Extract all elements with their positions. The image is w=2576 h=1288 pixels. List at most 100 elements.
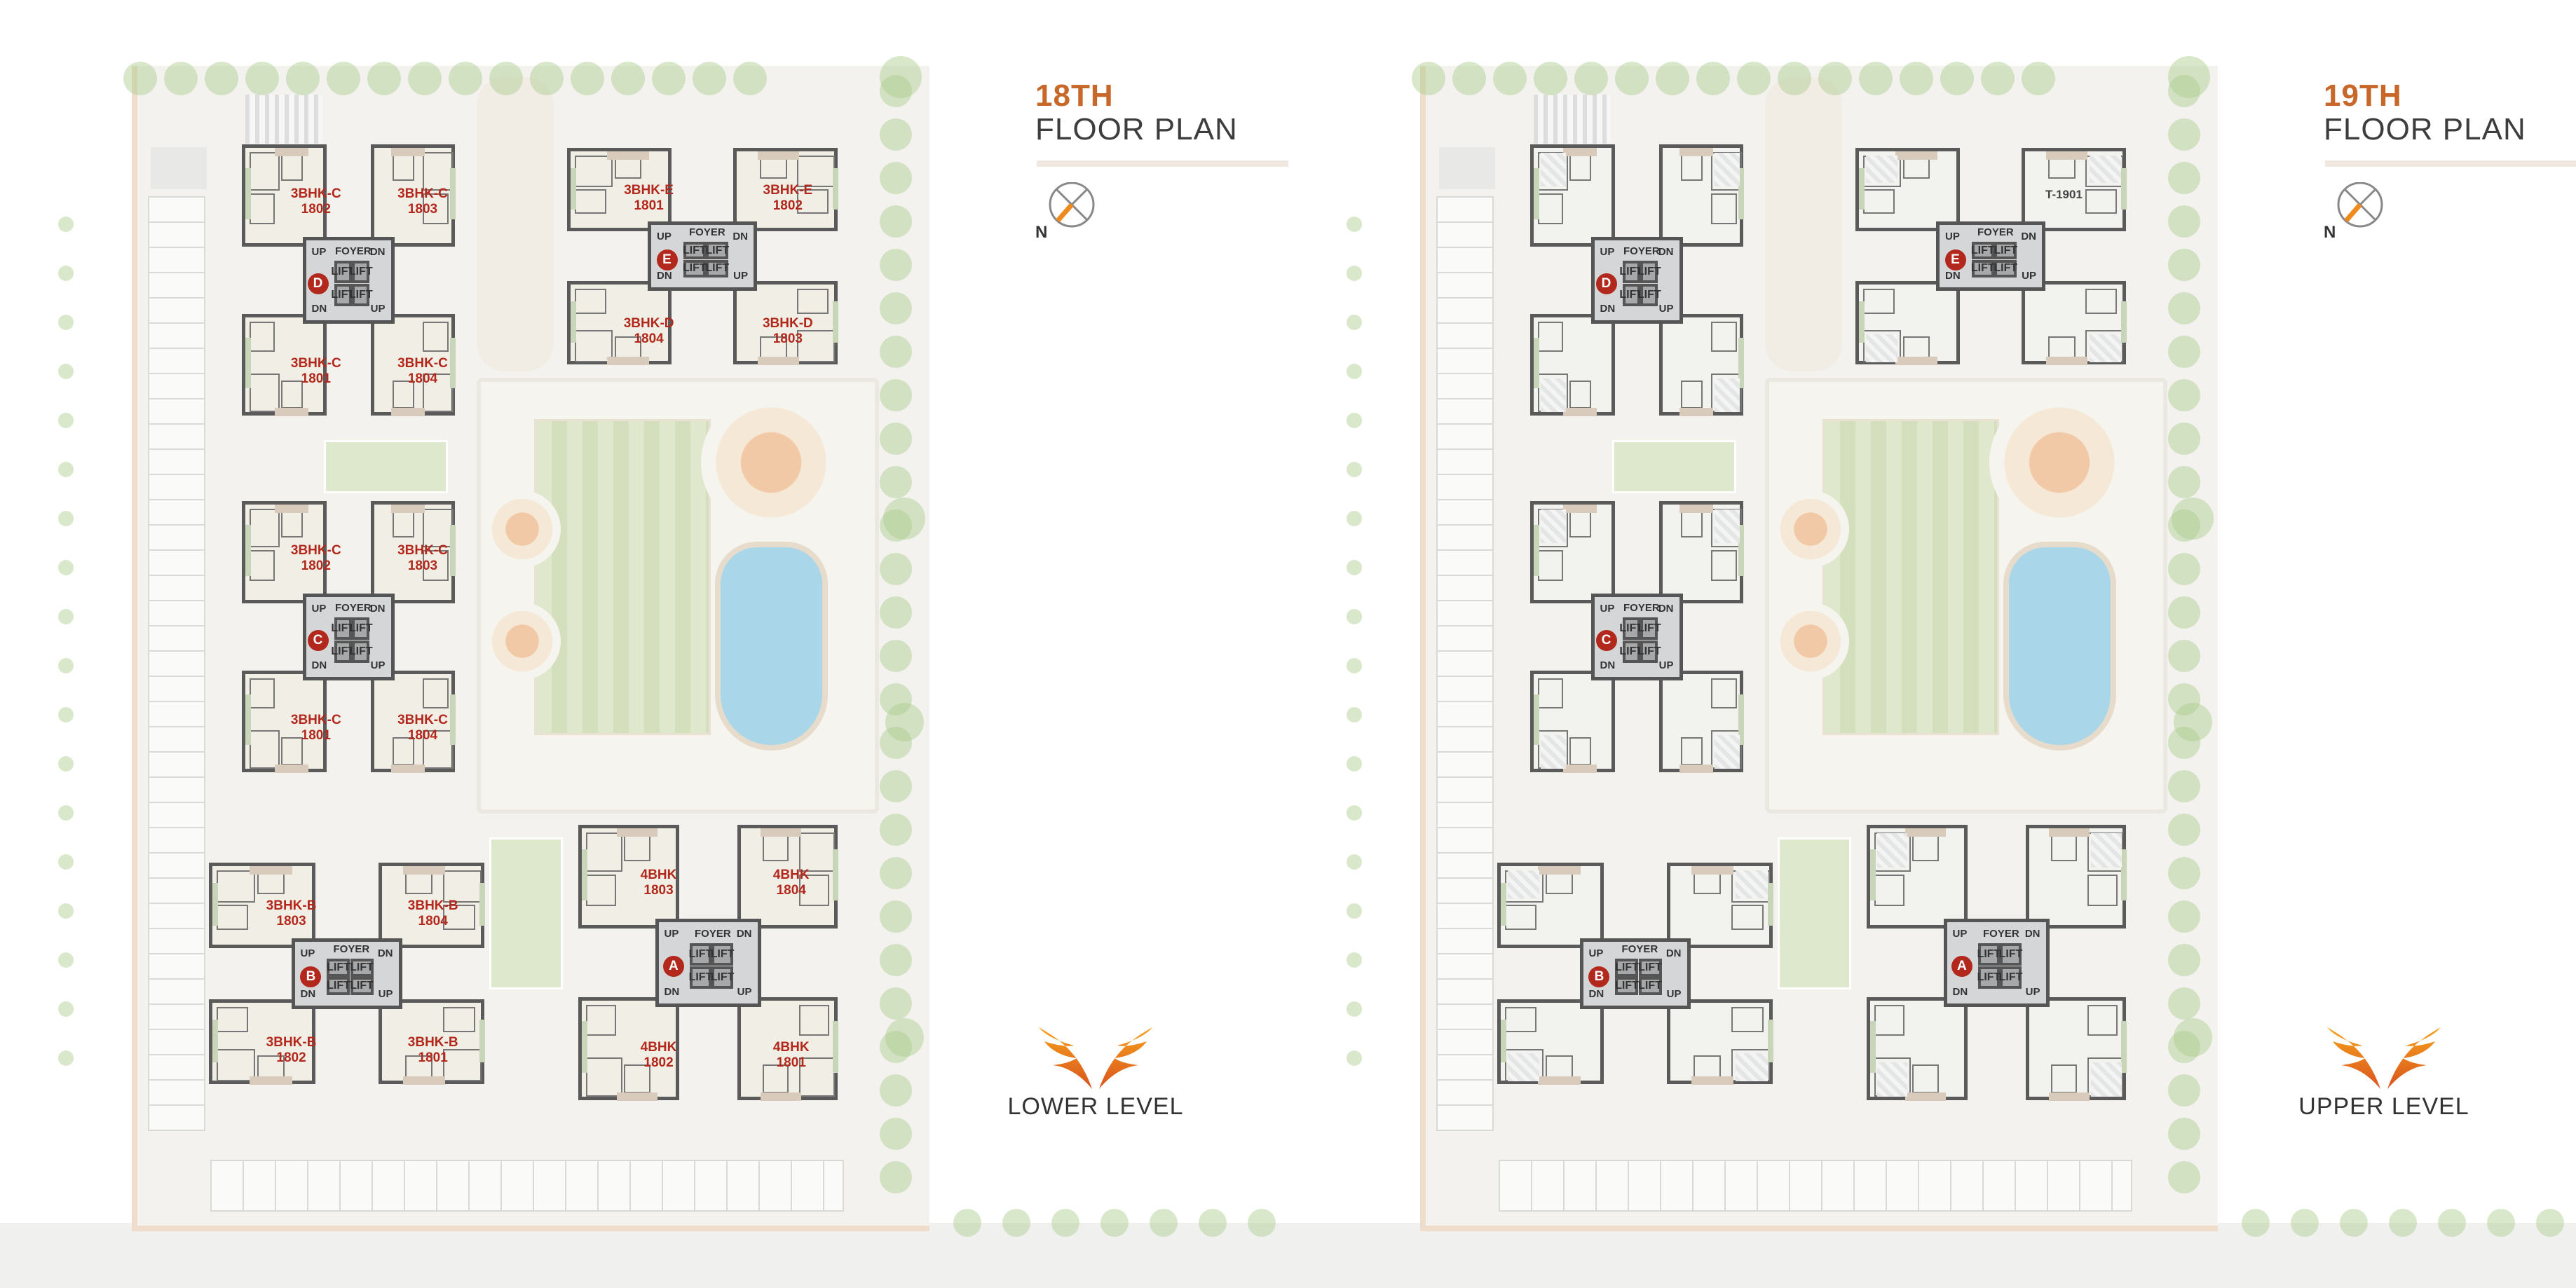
unit-type: 3BHK-C	[397, 543, 448, 559]
lift: LIFT	[1615, 977, 1639, 996]
tree	[1248, 1209, 1276, 1237]
lawn	[534, 419, 711, 735]
stair-down-label: DN	[2021, 231, 2036, 242]
room	[1681, 737, 1703, 766]
apartment-unit	[2025, 996, 2127, 1101]
tree	[489, 62, 523, 95]
tree	[58, 364, 74, 379]
green-planter	[2121, 1021, 2127, 1073]
lift: LIFT	[1638, 958, 1662, 977]
tree	[1002, 1209, 1030, 1237]
unit-type: 3BHK-C	[290, 186, 341, 202]
tree	[2168, 292, 2200, 324]
apartment-unit	[1855, 148, 1960, 231]
green-planter	[1859, 167, 1865, 210]
unit-number: 1803	[407, 202, 438, 217]
stair-up-label: UP	[311, 602, 327, 615]
room	[1545, 1055, 1573, 1079]
tree	[1574, 62, 1608, 95]
unit-number: 1802	[276, 1050, 306, 1065]
tree	[2168, 423, 2200, 455]
tree	[2168, 379, 2200, 411]
lift: LIFT	[1994, 241, 2017, 260]
tree	[1981, 62, 2015, 95]
tree	[2168, 683, 2200, 715]
apartment-unit	[2022, 281, 2127, 365]
tree	[880, 75, 912, 107]
green-planter	[571, 167, 576, 210]
room	[1711, 550, 1737, 582]
unit-type: 3BHK-B	[266, 898, 317, 914]
amenity-deck	[1765, 77, 1842, 371]
tree	[58, 1001, 74, 1017]
tree	[1347, 560, 1362, 575]
room	[1681, 152, 1703, 181]
stair-bars	[1534, 95, 1611, 144]
apartment-unit	[1497, 999, 1604, 1085]
unit-type: 3BHK-C	[290, 543, 341, 559]
tree	[2168, 249, 2200, 281]
balcony	[1563, 148, 1597, 156]
tree	[880, 56, 922, 98]
tree	[58, 560, 74, 575]
tree	[1347, 756, 1362, 772]
room	[250, 321, 275, 352]
lift: LIFT	[689, 966, 712, 989]
foyer-label: FOYER	[695, 927, 731, 940]
circular-plaza	[701, 392, 841, 533]
tree	[2168, 56, 2210, 98]
lift: LIFT	[349, 283, 373, 306]
tree	[2168, 118, 2200, 151]
circular-plaza	[1772, 491, 1849, 568]
unit-type: 4BHK	[772, 868, 810, 883]
green-planter	[833, 849, 838, 901]
room	[1681, 380, 1703, 409]
tree	[2173, 1018, 2212, 1057]
tree	[1150, 1209, 1178, 1237]
unit-number: 1804	[418, 914, 448, 929]
lift: LIFT	[327, 977, 350, 996]
title-divider	[2325, 160, 2576, 167]
tree	[880, 727, 912, 759]
tree	[1778, 62, 1811, 95]
tree	[530, 62, 564, 95]
stair-up-label: UP	[1600, 602, 1615, 615]
stair-up-label: UP	[2022, 270, 2036, 282]
unit-type: 3BHK-D	[762, 316, 813, 331]
room	[280, 152, 303, 181]
tree	[1347, 658, 1362, 673]
balcony	[275, 148, 309, 156]
tree	[1859, 62, 1893, 95]
tree	[1051, 1209, 1079, 1237]
room	[250, 509, 280, 548]
circular-plaza	[1989, 392, 2129, 533]
room	[423, 321, 449, 352]
balcony	[1538, 1076, 1581, 1085]
tree	[123, 62, 157, 95]
balcony	[757, 357, 800, 365]
lift: LIFT	[331, 617, 355, 640]
lift: LIFT	[1999, 966, 2022, 989]
unit-number: 1801	[776, 1055, 806, 1070]
balcony	[1679, 765, 1713, 773]
room	[1538, 550, 1564, 582]
room	[1569, 509, 1591, 537]
tree	[58, 658, 74, 673]
unit-number: 1802	[301, 559, 331, 574]
foyer-label: FOYER	[1983, 927, 2019, 940]
stair-up-label: UP	[737, 985, 752, 998]
sports-court	[489, 837, 563, 989]
room	[423, 729, 454, 769]
tree	[1452, 62, 1486, 95]
room	[624, 833, 650, 862]
tree	[58, 903, 74, 919]
